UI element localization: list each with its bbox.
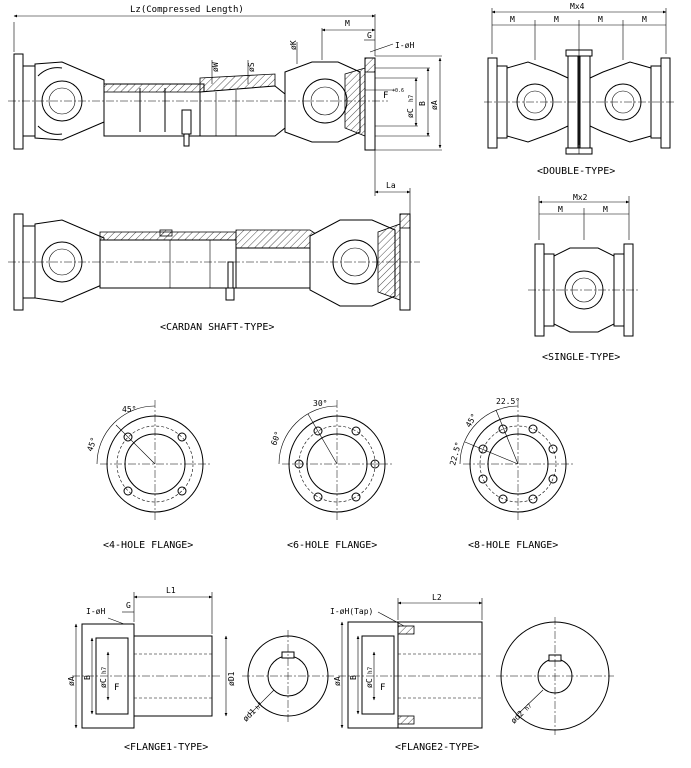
flange1-l1-label: L1 (166, 586, 176, 595)
f-tolerance: +0.6 (392, 88, 404, 94)
flange-8-hole (459, 400, 573, 520)
flange1-type-view (72, 592, 334, 729)
k-label: øK (289, 40, 298, 50)
flange2-b-label: B (349, 675, 358, 680)
single-m-label-1: M (558, 205, 563, 214)
flange-4-hole (96, 400, 210, 520)
double-type-view (484, 8, 676, 155)
g-label: G (367, 31, 372, 40)
flange-8-hole-caption: <8-HOLE FLANGE> (468, 540, 558, 551)
b-label: B (418, 101, 427, 106)
m-label: M (345, 19, 350, 28)
c-label: øC (406, 108, 415, 118)
flange1-c-label: øC (99, 678, 108, 688)
flange1-d1-label: øD1 (227, 671, 236, 686)
flange1-f-label: F (114, 683, 119, 693)
single-mx2-label: Mx2 (573, 193, 588, 202)
flange2-c-label: øC (365, 678, 374, 688)
double-m-label-2: M (554, 15, 559, 24)
flange2-d2-tolerance: h7 (523, 702, 533, 712)
flange-4-hole-caption: <4-HOLE FLANGE> (103, 540, 193, 551)
flange1-d1-small-label: ød1 (241, 707, 258, 724)
flange2-type-view (338, 598, 614, 735)
single-type-view (528, 196, 640, 337)
la-label: La (386, 181, 396, 190)
flange2-l2-label: L2 (432, 593, 442, 602)
flange-6-hole-caption: <6-HOLE FLANGE> (287, 540, 377, 551)
flange1-g-label: G (126, 601, 131, 610)
flange2-holes-tap-label: I-øH(Tap) (330, 607, 373, 616)
telescopic-shaft-view (8, 14, 442, 235)
double-mx4-label: Mx4 (570, 2, 585, 11)
flange6-angle-60: 60° (269, 430, 282, 447)
flange2-c-tolerance: h7 (367, 666, 374, 674)
flange1-d1-tolerance: h7 (254, 701, 264, 711)
flange1-b-label: B (83, 675, 92, 680)
double-m-label-3: M (598, 15, 603, 24)
flange2-a-label: øA (333, 676, 342, 686)
s-label: øS (247, 62, 256, 72)
cardan-shaft-caption: <CARDAN SHAFT-TYPE> (160, 322, 274, 333)
flange2-type-caption: <FLANGE2-TYPE> (395, 742, 479, 753)
double-m-label-4: M (642, 15, 647, 24)
double-m-label-1: M (510, 15, 515, 24)
flange8-angle-45: 45° (464, 412, 479, 429)
flange1-c-tolerance: h7 (101, 666, 108, 674)
a-label: øA (430, 100, 439, 110)
flange8-angle-22-5-top: 22.5° (496, 397, 520, 406)
flange4-angle-45-top: 45° (122, 405, 136, 414)
double-type-caption: <DOUBLE-TYPE> (537, 166, 615, 177)
cardan-shaft-view (8, 213, 420, 311)
flange1-type-caption: <FLANGE1-TYPE> (124, 742, 208, 753)
f-label: F (383, 91, 388, 101)
single-type-caption: <SINGLE-TYPE> (542, 352, 620, 363)
flange1-holes-label: I-øH (86, 607, 105, 616)
single-m-label-2: M (603, 205, 608, 214)
w-label: øW (211, 62, 220, 72)
lz-label: Lz(Compressed Length) (130, 5, 244, 15)
flange6-angle-30: 30° (313, 399, 327, 408)
flange-6-hole (278, 400, 392, 520)
flange1-a-label: øA (67, 676, 76, 686)
flange2-d2-small-label: ød2 (509, 709, 526, 726)
flange4-angle-45-left: 45° (85, 436, 98, 453)
flange2-f-label: F (380, 683, 385, 693)
holes-label: I-øH (395, 41, 414, 50)
c-tolerance: h7 (408, 94, 415, 102)
